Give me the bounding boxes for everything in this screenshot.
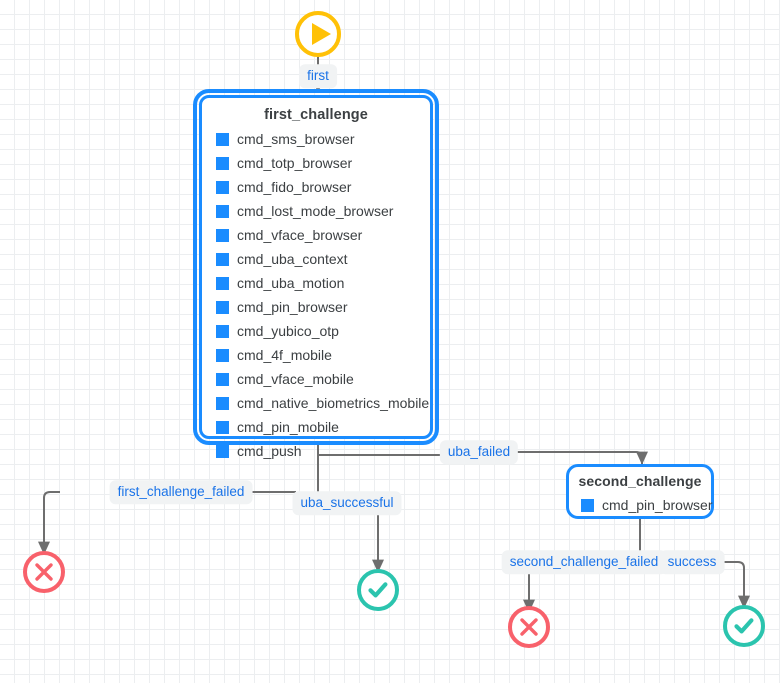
start-node[interactable] <box>295 11 341 57</box>
item-swatch-icon <box>216 132 229 146</box>
item-swatch-icon <box>581 498 594 512</box>
end-node-second-challenge-failed[interactable] <box>508 606 550 648</box>
node-title: first_challenge <box>264 107 368 123</box>
node-second-challenge[interactable]: second_challenge cmd_pin_browser <box>566 464 714 519</box>
item-swatch-icon <box>216 300 229 314</box>
list-item[interactable]: cmd_yubico_otp <box>202 319 430 343</box>
list-item[interactable]: cmd_native_biometrics_mobile <box>202 391 430 415</box>
edge-fcf-to-fail <box>38 491 60 555</box>
list-item[interactable]: cmd_sms_browser <box>202 127 430 151</box>
edge-label-first[interactable]: first <box>299 64 337 88</box>
item-swatch-icon <box>216 252 229 266</box>
end-node-first-challenge-failed[interactable] <box>23 551 65 593</box>
edge-label-second-challenge-failed[interactable]: second_challenge_failed <box>501 550 667 574</box>
play-icon <box>311 23 331 45</box>
node-item-list: cmd_sms_browser cmd_totp_browser cmd_fid… <box>202 127 430 471</box>
item-label: cmd_pin_mobile <box>237 419 339 435</box>
item-label: cmd_pin_browser <box>602 497 713 513</box>
x-circle-icon <box>520 618 538 636</box>
edge-label-success[interactable]: success <box>659 550 725 574</box>
item-label: cmd_lost_mode_browser <box>237 203 394 219</box>
item-label: cmd_4f_mobile <box>237 347 332 363</box>
check-circle-icon <box>368 582 388 598</box>
item-label: cmd_push <box>237 443 302 459</box>
item-swatch-icon <box>216 420 229 434</box>
item-label: cmd_native_biometrics_mobile <box>237 395 430 411</box>
list-item[interactable]: cmd_vface_mobile <box>202 367 430 391</box>
list-item[interactable]: cmd_fido_browser <box>202 175 430 199</box>
list-item[interactable]: cmd_uba_motion <box>202 271 430 295</box>
list-item[interactable]: cmd_4f_mobile <box>202 343 430 367</box>
end-node-success[interactable] <box>723 605 765 647</box>
item-swatch-icon <box>216 228 229 242</box>
item-swatch-icon <box>216 444 229 458</box>
item-label: cmd_uba_context <box>237 251 348 267</box>
list-item[interactable]: cmd_lost_mode_browser <box>202 199 430 223</box>
edge-label-first-challenge-failed[interactable]: first_challenge_failed <box>109 480 253 504</box>
item-label: cmd_pin_browser <box>237 299 348 315</box>
list-item[interactable]: cmd_push <box>202 439 430 463</box>
end-node-uba-successful[interactable] <box>357 569 399 611</box>
item-swatch-icon <box>216 372 229 386</box>
item-label: cmd_uba_motion <box>237 275 345 291</box>
list-item[interactable]: cmd_vface_browser <box>202 223 430 247</box>
item-label: cmd_vface_browser <box>237 227 363 243</box>
item-swatch-icon <box>216 180 229 194</box>
node-first-challenge[interactable]: first_challenge cmd_sms_browser cmd_totp… <box>193 89 439 459</box>
item-swatch-icon <box>216 324 229 338</box>
item-label: cmd_vface_mobile <box>237 371 354 387</box>
x-circle-icon <box>35 563 53 581</box>
list-item[interactable]: cmd_pin_browser <box>202 295 430 319</box>
item-label: cmd_yubico_otp <box>237 323 339 339</box>
edge-label-uba-failed[interactable]: uba_failed <box>439 440 519 464</box>
node-item-list: cmd_pin_browser <box>569 493 713 521</box>
list-item[interactable]: cmd_totp_browser <box>202 151 430 175</box>
item-label: cmd_totp_browser <box>237 155 353 171</box>
item-swatch-icon <box>216 396 229 410</box>
item-label: cmd_fido_browser <box>237 179 352 195</box>
node-title: second_challenge <box>578 473 702 489</box>
list-item[interactable]: cmd_pin_browser <box>569 493 713 517</box>
list-item[interactable]: cmd_uba_context <box>202 247 430 271</box>
list-item[interactable]: cmd_pin_mobile <box>202 415 430 439</box>
check-circle-icon <box>734 618 754 634</box>
item-label: cmd_sms_browser <box>237 131 355 147</box>
item-swatch-icon <box>216 204 229 218</box>
item-swatch-icon <box>216 348 229 362</box>
edge-ubafail-right <box>517 451 648 465</box>
item-swatch-icon <box>216 156 229 170</box>
item-swatch-icon <box>216 276 229 290</box>
edge-label-uba-successful[interactable]: uba_successful <box>292 491 402 515</box>
